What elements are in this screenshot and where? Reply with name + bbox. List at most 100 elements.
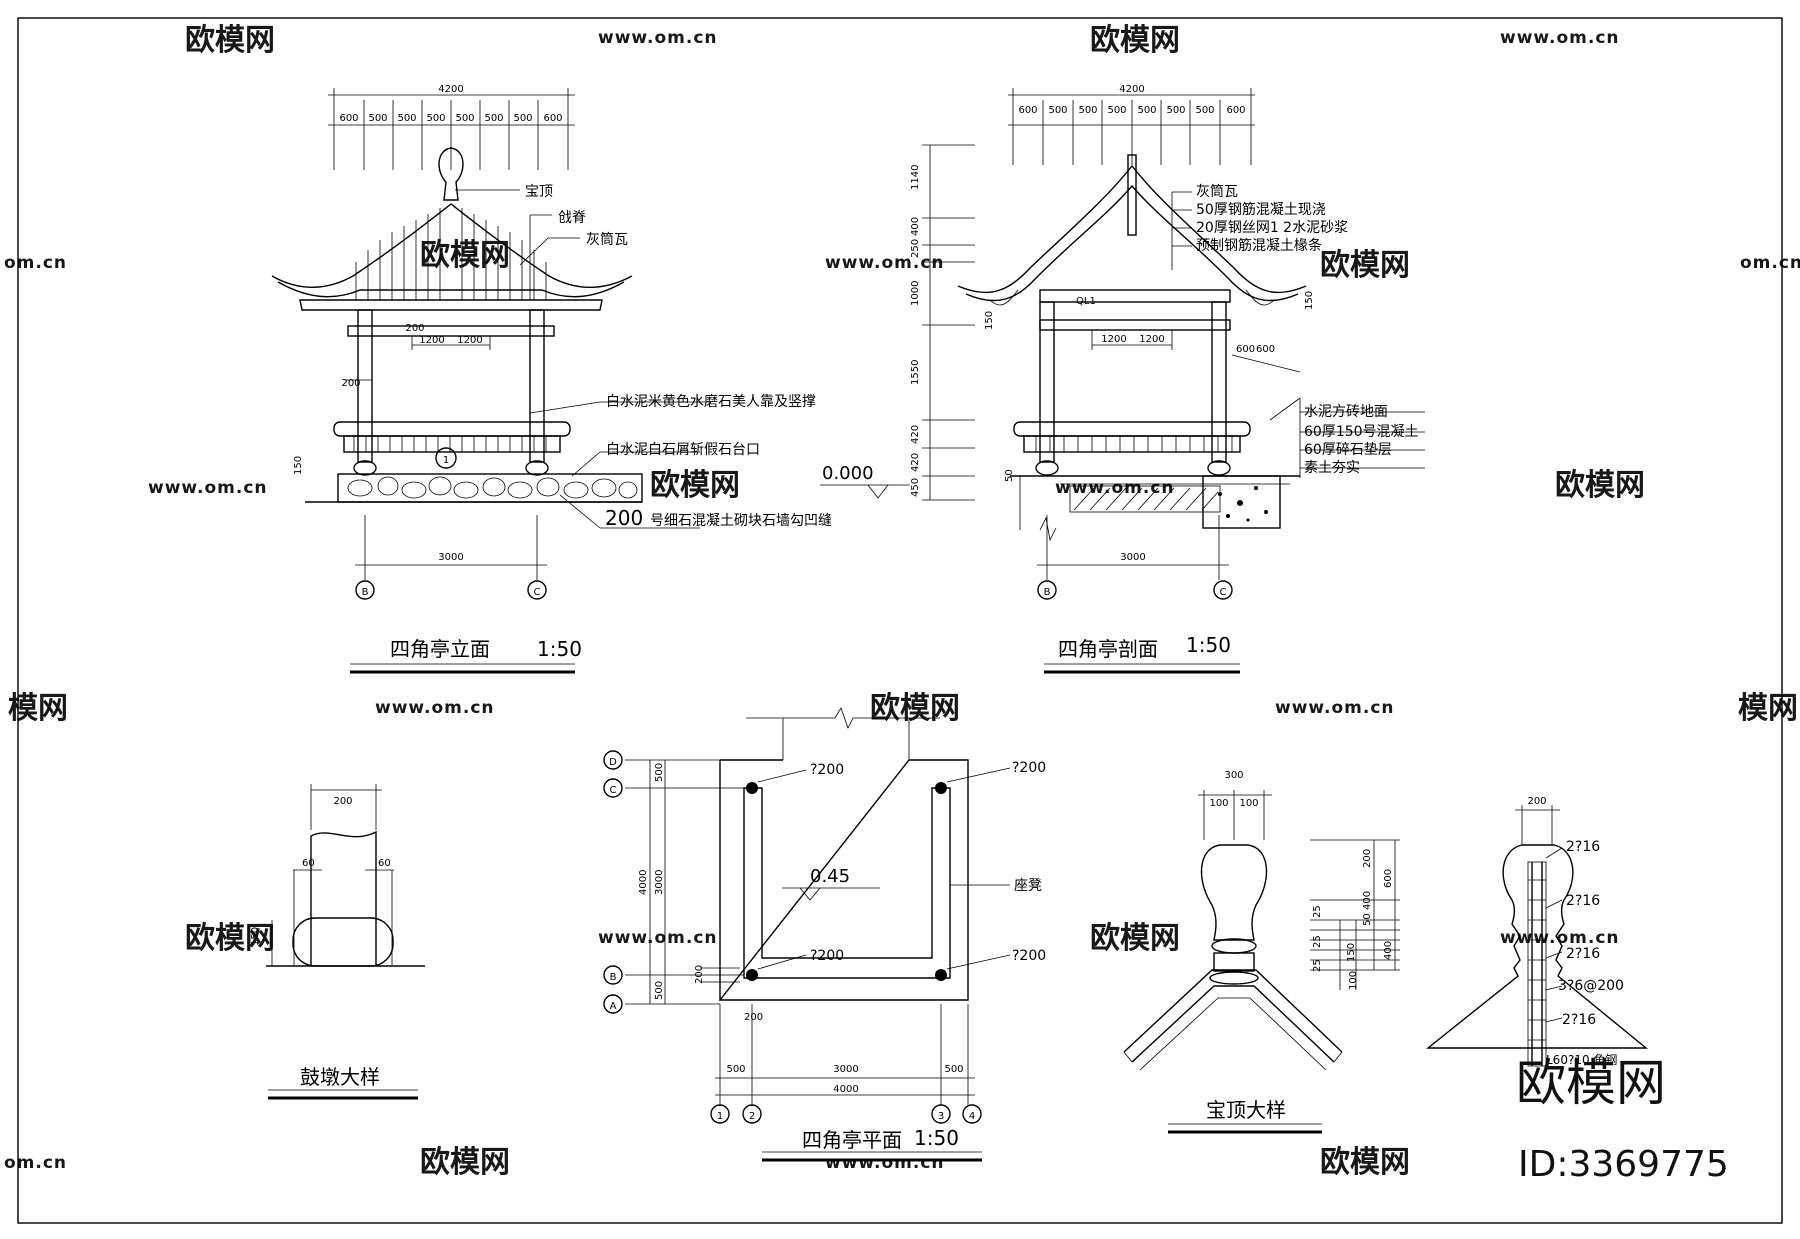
- watermark-brand: 欧模网: [1555, 468, 1645, 503]
- section-side-dim: 600: [1236, 344, 1255, 355]
- watermark-brand: 欧模网: [420, 238, 510, 273]
- plan-bottom-dim: 500: [726, 1064, 745, 1075]
- section-vertical-dim: 1000: [910, 281, 921, 306]
- section-column-left: [1039, 301, 1055, 463]
- watermark-url: www.om.cn: [1500, 28, 1620, 48]
- finial-rebar-note: 2?16: [1566, 946, 1600, 962]
- section-inner-dim: 1200: [1139, 334, 1164, 345]
- section-level-marker: [867, 484, 889, 499]
- elevation-title: 四角亭立面: [390, 637, 490, 661]
- section-roof-note: 预制钢筋混凝土椽条: [1196, 237, 1322, 254]
- watermark-brand: 欧模网: [1090, 921, 1180, 956]
- plan-axis-bubble: [603, 965, 623, 985]
- elevation-drawing: 4200 600 500 500 500 500 500 500 600: [271, 84, 832, 674]
- watermark-brand-fragment: 模网: [8, 691, 68, 726]
- watermark-brand: 欧模网: [1320, 248, 1410, 283]
- plan-level-marker: [799, 887, 821, 901]
- plan-axis-bottom: 4: [969, 1111, 975, 1122]
- plan-axis-bubble: [603, 994, 623, 1014]
- finial-right-dim: 200: [1362, 849, 1373, 868]
- plan-column-label: ?200: [1012, 948, 1046, 964]
- section-roof-note: 灰筒瓦: [1196, 183, 1238, 200]
- elevation-axis-left: B: [362, 587, 369, 598]
- elevation-column-right: [529, 309, 545, 463]
- section-top-seg-dim: 500: [1137, 105, 1156, 116]
- plan-axis-bubble: [710, 1104, 730, 1124]
- section-top-seg-dim: 500: [1195, 105, 1214, 116]
- watermark-url: www.om.cn: [375, 698, 495, 718]
- watermark-url: www.om.cn: [598, 28, 718, 48]
- elevation-railing-posts: [353, 436, 547, 452]
- elevation-top-seg-dim: 500: [513, 113, 532, 124]
- plan-column-label: ?200: [810, 948, 844, 964]
- finial-top-dim: 300: [1224, 770, 1243, 781]
- finial-right-dim: 400: [1383, 941, 1394, 960]
- elevation-top-seg-dim: 500: [368, 113, 387, 124]
- section-floor-note: 水泥方砖地面: [1304, 404, 1388, 420]
- elevation-eave: [299, 299, 603, 311]
- watermark-url-fragment: om.cn: [4, 253, 67, 273]
- brand-name: 欧模网: [1516, 1054, 1666, 1112]
- brand-stamp: 欧模网 ID:3369775: [1516, 1054, 1729, 1185]
- section-vertical-dim: 420: [910, 425, 921, 444]
- elevation-detail-number: 1: [443, 455, 449, 466]
- plan-small-dim: 200: [694, 965, 705, 984]
- finial-right-dim: 25: [1312, 959, 1323, 972]
- watermark-layer: 欧模网 欧模网 欧模网 欧模网 欧模网 欧模网 欧模网 欧模网 欧模网 欧模网 …: [4, 23, 1800, 1180]
- plan-axis-left: D: [609, 757, 617, 768]
- section-roof-note: 20厚钢丝网1 2水泥砂浆: [1196, 220, 1348, 236]
- section-floor-note: 60厚碎石垫层: [1304, 442, 1392, 458]
- plan-axis-bubble: [931, 1104, 951, 1124]
- elevation-finial: [438, 147, 464, 201]
- finial-right-dim: 400: [1362, 891, 1373, 910]
- section-concrete-footing: [1202, 475, 1281, 529]
- finial-rebar-outline: [1426, 844, 1648, 1049]
- finial-right-dim: 50: [1362, 913, 1373, 926]
- section-axis-left: B: [1044, 587, 1051, 598]
- plan-axis-left: B: [610, 972, 617, 983]
- watermark-url: www.om.cn: [825, 1153, 945, 1173]
- watermark-brand: 欧模网: [185, 23, 275, 58]
- elevation-note-railing: 白水泥米黄色水磨石美人靠及竖撑: [606, 393, 816, 410]
- section-top-seg-dim: 500: [1048, 105, 1067, 116]
- finial-right-dim: 25: [1312, 935, 1323, 948]
- watermark-brand: 欧模网: [185, 921, 275, 956]
- elevation-top-total-dim: 4200: [438, 84, 463, 95]
- watermark-brand-fragment: 模网: [1738, 691, 1798, 726]
- section-vertical-dim: 450: [910, 478, 921, 497]
- elevation-note-tiles: 灰筒瓦: [586, 231, 628, 248]
- section-vertical-dim: 400: [910, 217, 921, 236]
- plan-column-label: ?200: [810, 762, 844, 778]
- section-vertical-dim: 250: [910, 239, 921, 258]
- elevation-inner-dim: 1200: [457, 335, 482, 346]
- finial-right-dim: 600: [1383, 869, 1394, 888]
- section-vertical-dim: 150: [984, 311, 995, 330]
- section-side-dim: 600: [1256, 344, 1275, 355]
- elevation-note-foundation: 号细石混凝土砌块石墙勾凹缝: [650, 513, 832, 529]
- watermark-brand: 欧模网: [650, 468, 740, 503]
- elevation-top-seg-dim: 500: [455, 113, 474, 124]
- section-beam-label: QL1: [1076, 296, 1096, 307]
- section-king-post: [1127, 154, 1137, 236]
- elevation-axis-right-bubble: [527, 580, 547, 600]
- section-vertical-dim: 1550: [910, 360, 921, 385]
- elevation-roof-ridge: [271, 203, 633, 288]
- elevation-axis-left-bubble: [355, 580, 375, 600]
- elevation-inner-dim: 1200: [419, 335, 444, 346]
- plan-axis-left: C: [610, 785, 617, 796]
- section-top-seg-dim: 600: [1226, 105, 1245, 116]
- watermark-brand: 欧模网: [420, 1145, 510, 1180]
- plan-left-dim: 4000: [638, 870, 649, 895]
- plan-axis-bottom: 2: [749, 1111, 755, 1122]
- finial-rebar-note: 3?6@200: [1558, 978, 1624, 994]
- elevation-top-ticks: [333, 88, 569, 170]
- section-floor-note: 素土夯实: [1304, 460, 1360, 476]
- plan-left-dim: 500: [654, 981, 665, 1000]
- plan-left-dim: 3000: [654, 870, 665, 895]
- sheet-border: [17, 17, 1783, 1224]
- drum-title: 鼓墩大样: [300, 1065, 380, 1089]
- section-column-right: [1211, 301, 1227, 463]
- plan-scale: 1:50: [914, 1126, 959, 1150]
- section-axis-right-bubble: [1213, 580, 1233, 600]
